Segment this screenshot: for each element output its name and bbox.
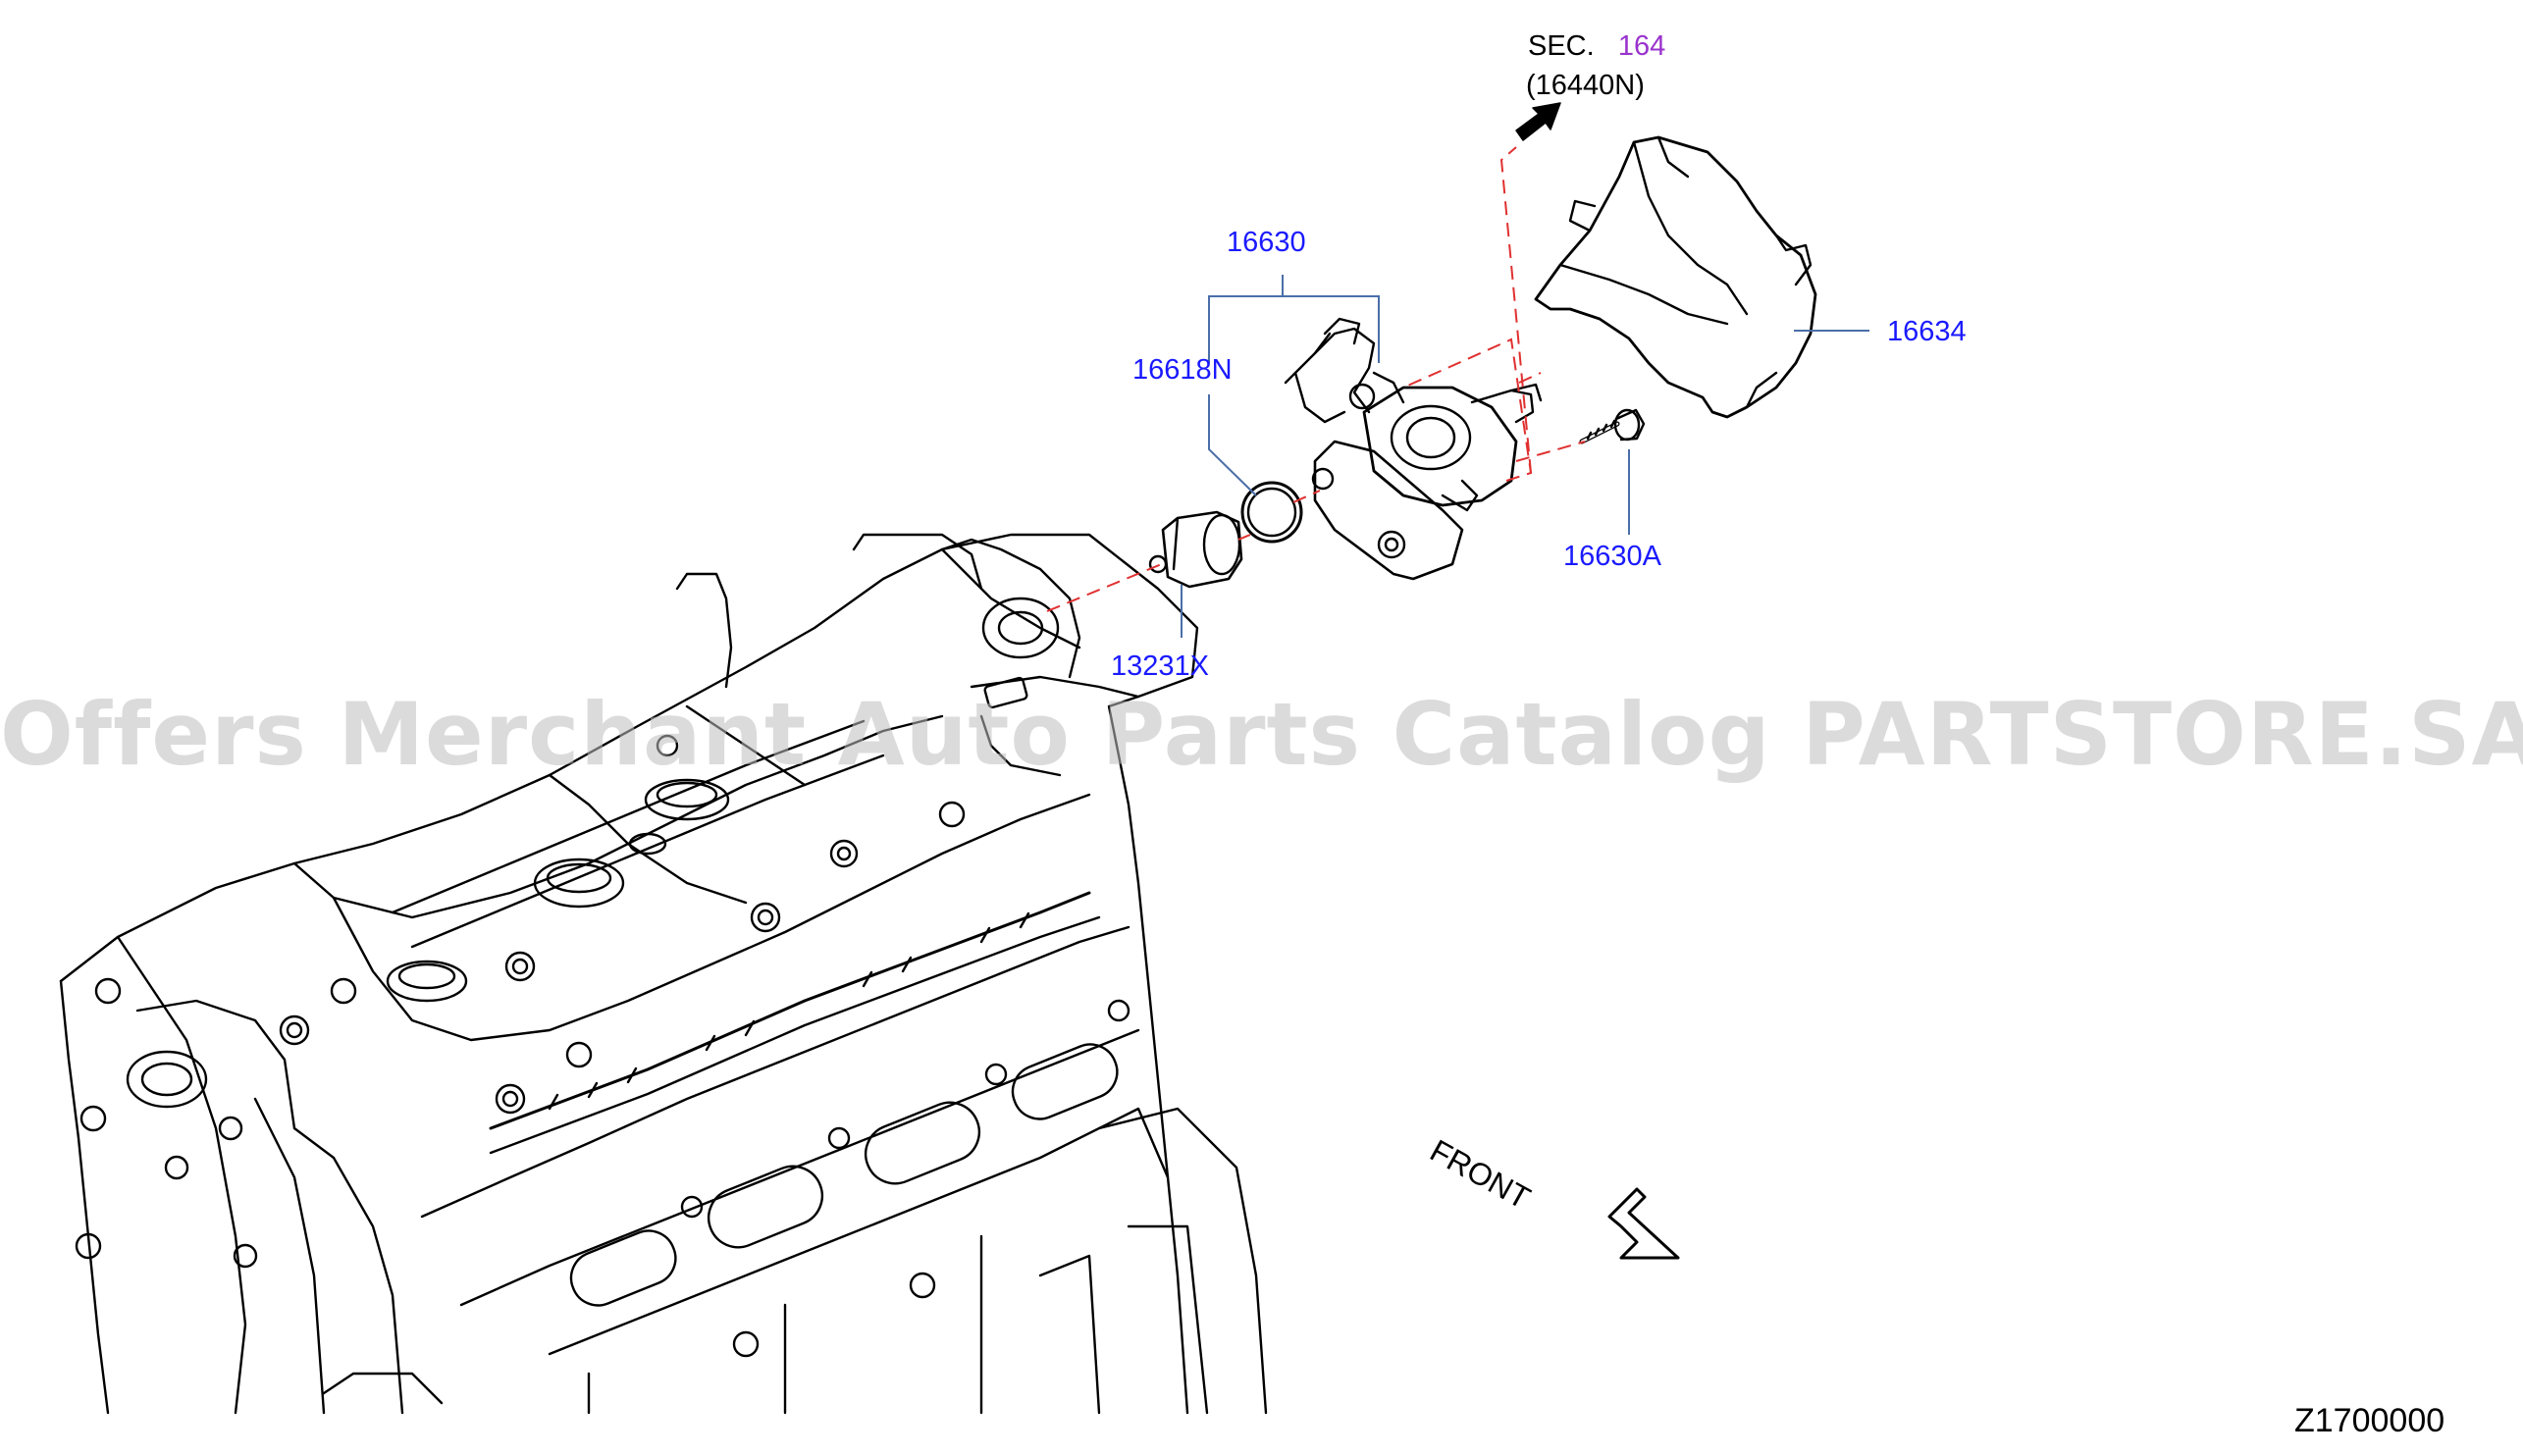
o-ring-leader [1208,394,1257,496]
callout-o-ring[interactable]: 16618N [1132,354,1233,386]
callout-bolt[interactable]: 16630A [1563,541,1661,572]
heat-shield-part[interactable] [1534,135,1817,419]
assembly-bracket [1208,295,1380,363]
callout-fuel-pump-assembly[interactable]: 16630 [1227,227,1306,258]
section-reference: SEC. 164 [1528,32,1665,61]
callout-lifter[interactable]: 13231X [1111,650,1209,682]
section-number-link[interactable]: 164 [1617,30,1666,62]
engine-cylinder-head [59,533,1268,1415]
section-prefix: SEC. [1528,30,1595,62]
lifter-part[interactable] [1148,510,1243,589]
callout-heat-shield[interactable]: 16634 [1887,316,1967,347]
fuel-pump-assembly[interactable] [1284,317,1543,581]
leader-lines [1181,275,1869,638]
front-direction-arrow [1607,1187,1680,1260]
bolt-part[interactable] [1579,408,1646,444]
diagram-code: Z1700000 [2294,1402,2445,1439]
sec-direction-arrow [1515,102,1561,141]
o-ring-part[interactable] [1240,481,1303,544]
alignment-lines [1046,146,1586,612]
section-part-number: (16440N) [1526,70,1645,101]
